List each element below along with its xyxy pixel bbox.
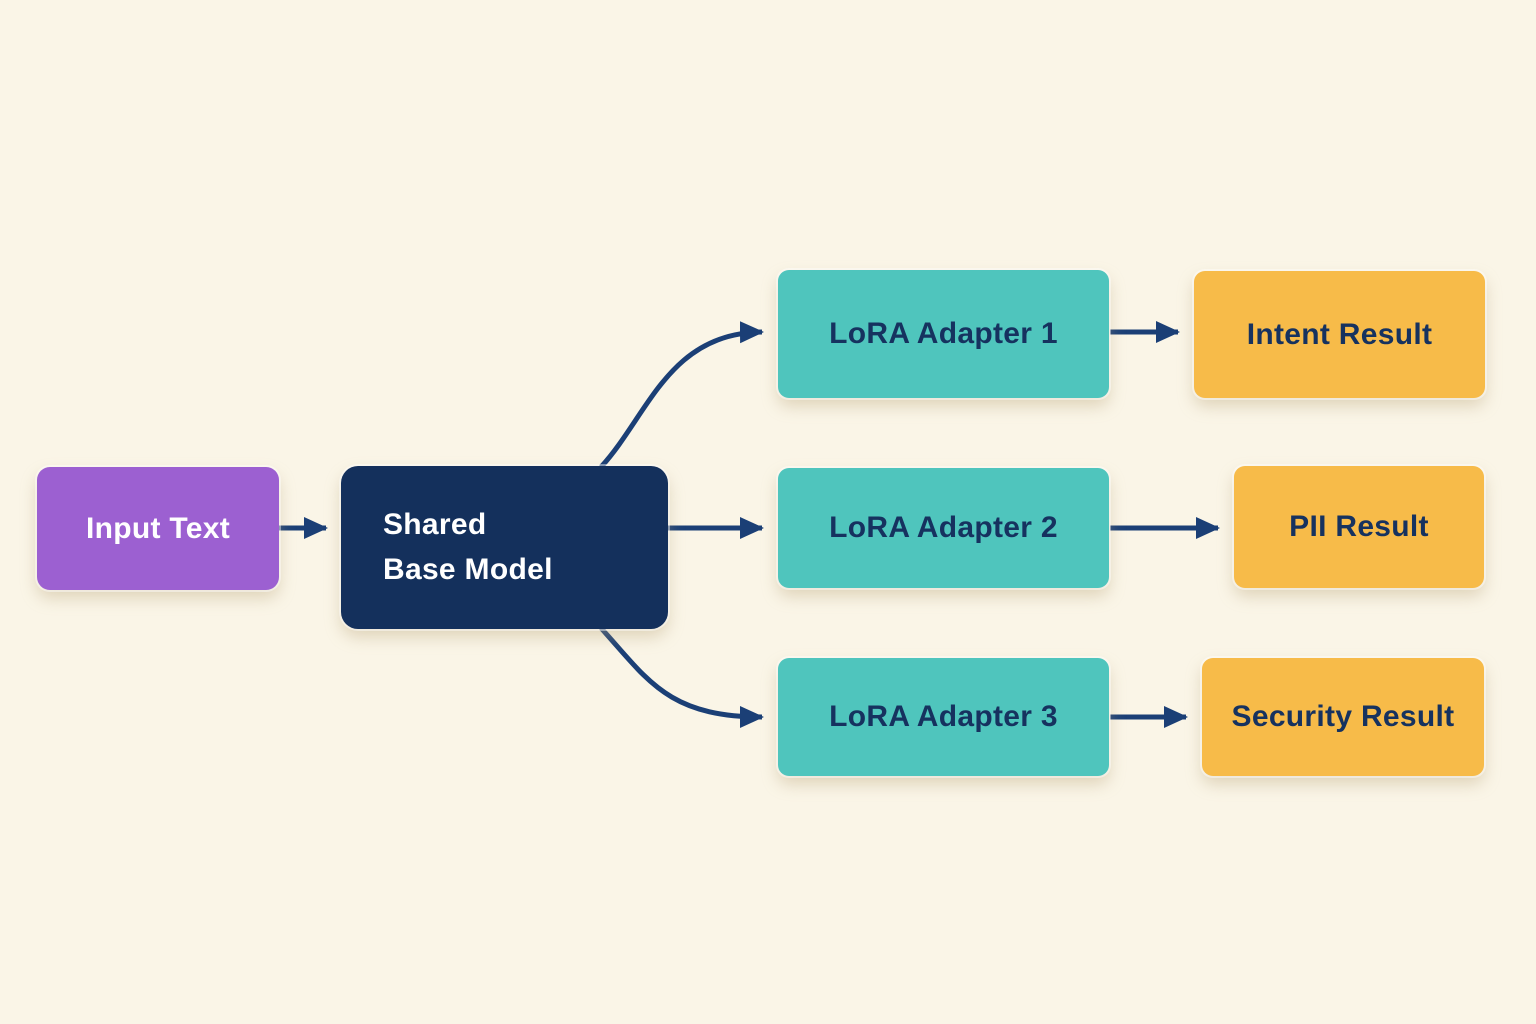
- edge-base-to-adapter3: [599, 626, 764, 728]
- node-shared-base-model: Shared Base Model: [341, 466, 668, 629]
- node-input-text: Input Text: [37, 467, 279, 590]
- node-lora-adapter-3: LoRA Adapter 3: [778, 658, 1109, 776]
- node-security-result-label: Security Result: [1231, 700, 1455, 733]
- node-pii-result: PII Result: [1234, 466, 1484, 588]
- node-lora-adapter-1: LoRA Adapter 1: [778, 270, 1109, 398]
- node-intent-result-label: Intent Result: [1246, 317, 1433, 351]
- node-pii-result-label: PII Result: [1289, 510, 1429, 543]
- edge-base-to-adapter1: [599, 321, 764, 469]
- node-lora-adapter-3-label: LoRA Adapter 3: [829, 700, 1058, 733]
- node-input-text-label: Input Text: [85, 511, 231, 545]
- node-lora-adapter-2: LoRA Adapter 2: [778, 468, 1109, 588]
- node-lora-adapter-1-label: LoRA Adapter 1: [829, 317, 1058, 350]
- node-security-result: Security Result: [1202, 658, 1484, 776]
- node-lora-adapter-2-label: LoRA Adapter 2: [829, 511, 1058, 544]
- node-shared-base-model-label: Shared Base Model: [383, 508, 553, 586]
- node-intent-result: Intent Result: [1194, 271, 1485, 398]
